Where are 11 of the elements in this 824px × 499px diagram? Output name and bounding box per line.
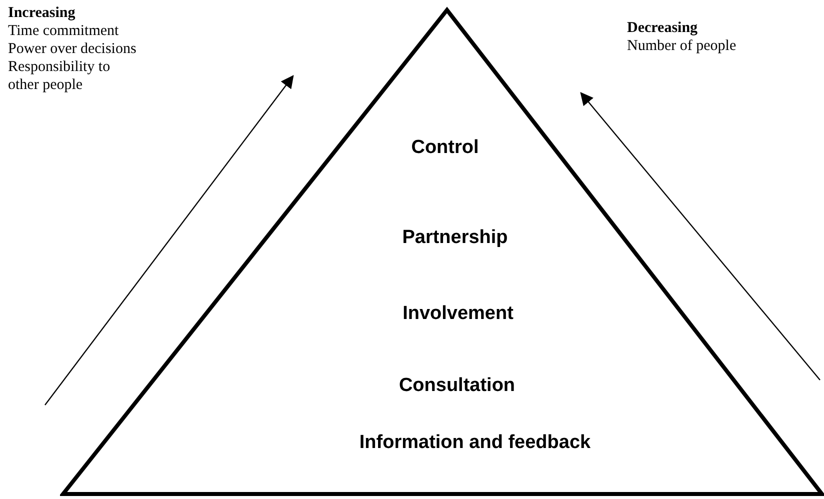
level-label: Information and feedback [359,432,591,454]
level-label: Partnership [402,227,508,249]
note-text: Responsibility to other people [8,58,112,94]
note-text: Number of people [627,37,736,55]
level-label: Consultation [398,375,516,397]
note-text: Time commitment [8,22,119,40]
level-label: Involvement [402,303,514,325]
heading: Increasing [8,4,76,22]
note-text: Power over decisions [8,40,136,58]
level-label: Control [411,137,479,159]
heading: Decreasing [627,19,698,37]
